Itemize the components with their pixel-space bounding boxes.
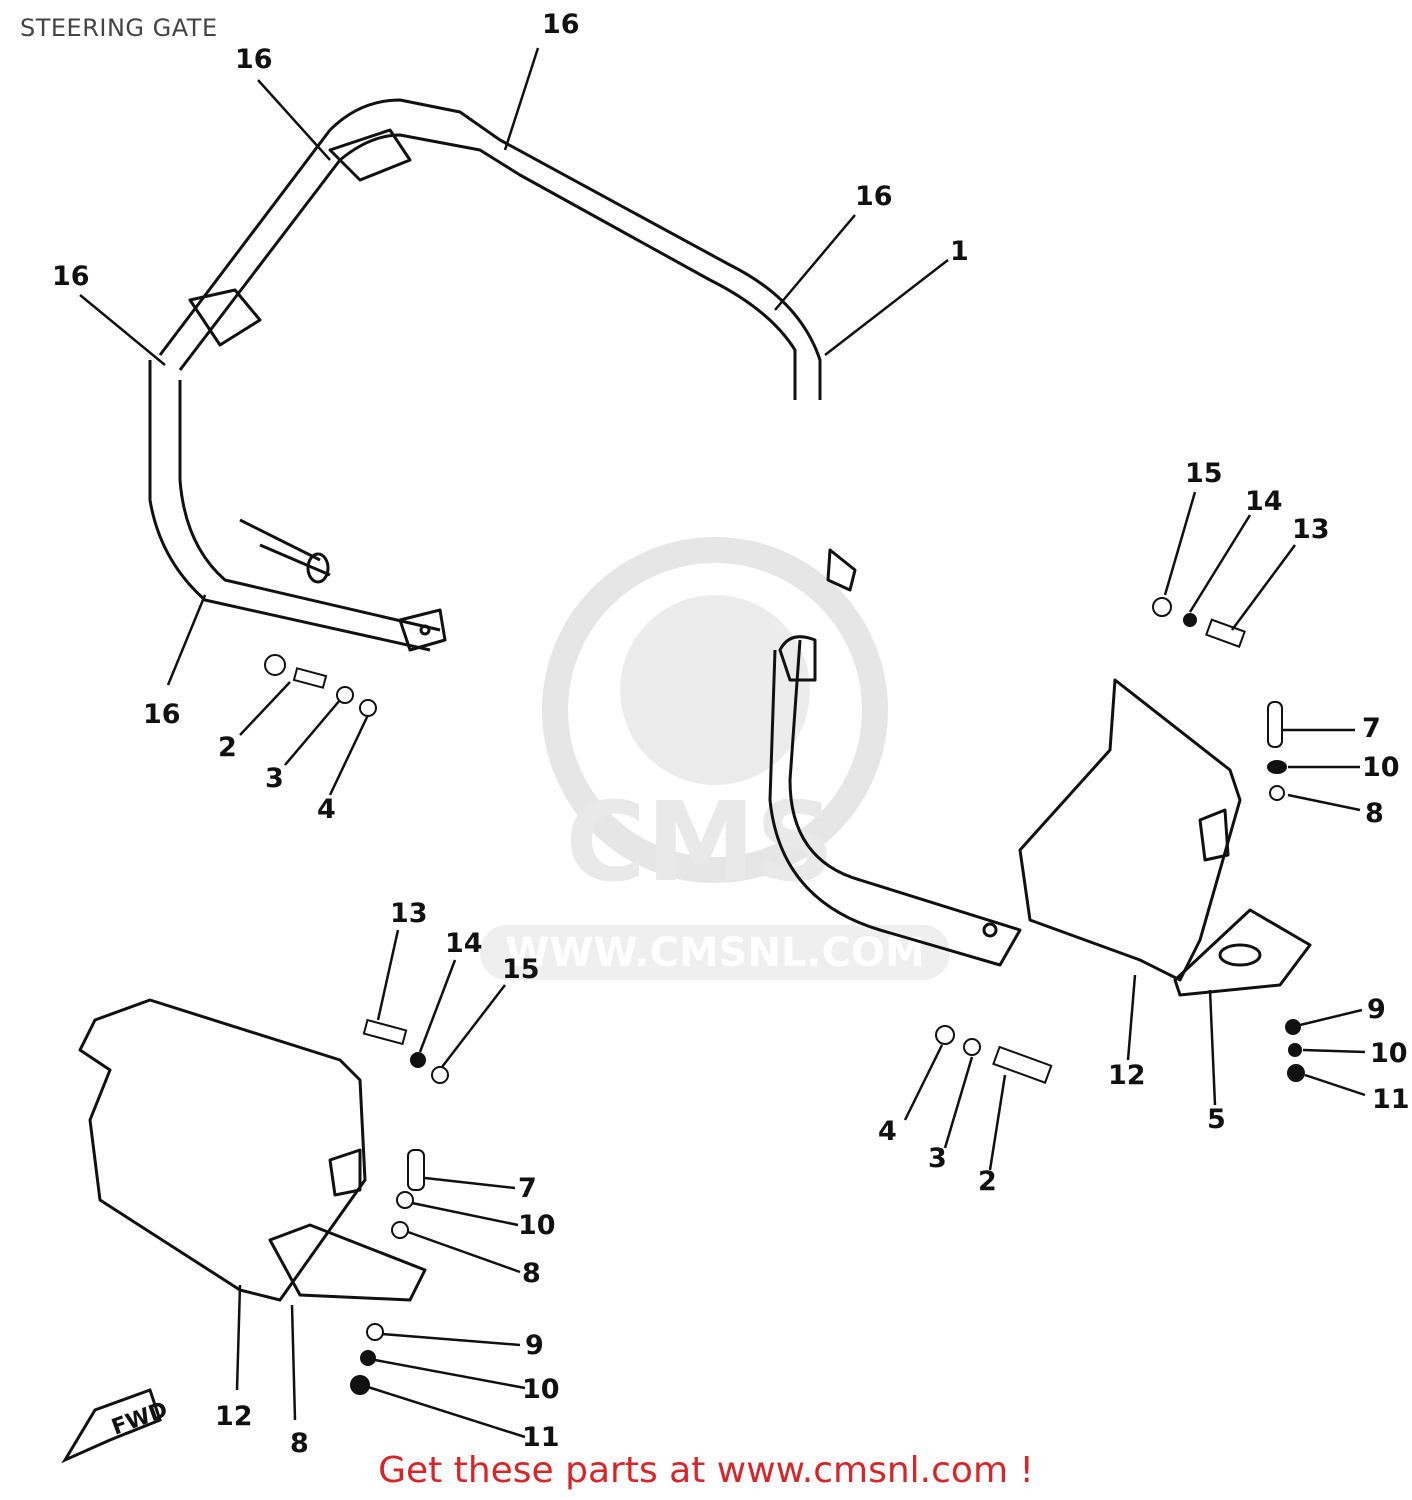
callout-13: 13 <box>1292 514 1330 545</box>
callout-12: 12 <box>215 1401 253 1432</box>
part-left-guard <box>78 998 427 1302</box>
callout-1: 1 <box>950 236 969 267</box>
callout-14: 14 <box>1245 486 1283 517</box>
hardware-fasteners <box>264 597 1305 1395</box>
callout-11: 11 <box>1372 1084 1410 1115</box>
callout-4: 4 <box>878 1116 897 1147</box>
callout-15: 15 <box>1185 458 1223 489</box>
callout-16: 16 <box>52 261 90 292</box>
callout-4: 4 <box>317 794 336 825</box>
cms-watermark: CMS WWW.CMSNL.COM <box>480 537 950 980</box>
watermark-url: WWW.CMSNL.COM <box>505 930 925 976</box>
page-title: STEERING GATE <box>20 14 218 42</box>
callout-8: 8 <box>290 1428 309 1459</box>
callout-13: 13 <box>390 898 428 929</box>
callout-10: 10 <box>1362 752 1400 783</box>
callout-12: 12 <box>1108 1060 1146 1091</box>
fwd-label: FWD <box>109 1397 172 1440</box>
callout-10: 10 <box>522 1374 560 1405</box>
callout-11: 11 <box>522 1422 560 1453</box>
callout-labels: 16 16 16 16 16 1 2 3 4 15 14 13 7 10 8 9… <box>52 9 1410 1459</box>
callout-16: 16 <box>235 44 273 75</box>
callout-14: 14 <box>445 928 483 959</box>
callout-16: 16 <box>143 699 181 730</box>
callout-5: 5 <box>1207 1104 1226 1135</box>
callout-7: 7 <box>518 1173 537 1204</box>
part-right-guard <box>1018 678 1312 997</box>
callout-3: 3 <box>265 763 284 794</box>
part-right-lower-bracket <box>768 548 1022 967</box>
callout-7: 7 <box>1362 713 1381 744</box>
watermark-brand: CMS <box>565 778 834 906</box>
callout-15: 15 <box>502 954 540 985</box>
callout-16: 16 <box>855 181 893 212</box>
callout-9: 9 <box>1367 994 1386 1025</box>
footer-link-text[interactable]: Get these parts at www.cmsnl.com ! <box>378 1450 1034 1491</box>
callout-10: 10 <box>1370 1038 1408 1069</box>
callout-2: 2 <box>218 732 237 763</box>
callout-10: 10 <box>518 1210 556 1241</box>
callout-2: 2 <box>978 1166 997 1197</box>
callout-8: 8 <box>522 1258 541 1289</box>
callout-3: 3 <box>928 1143 947 1174</box>
callout-8: 8 <box>1365 798 1384 829</box>
leader-lines <box>79 47 1366 1439</box>
callout-9: 9 <box>525 1330 544 1361</box>
callout-16: 16 <box>542 9 580 40</box>
part-handlebar-frame <box>148 98 822 652</box>
